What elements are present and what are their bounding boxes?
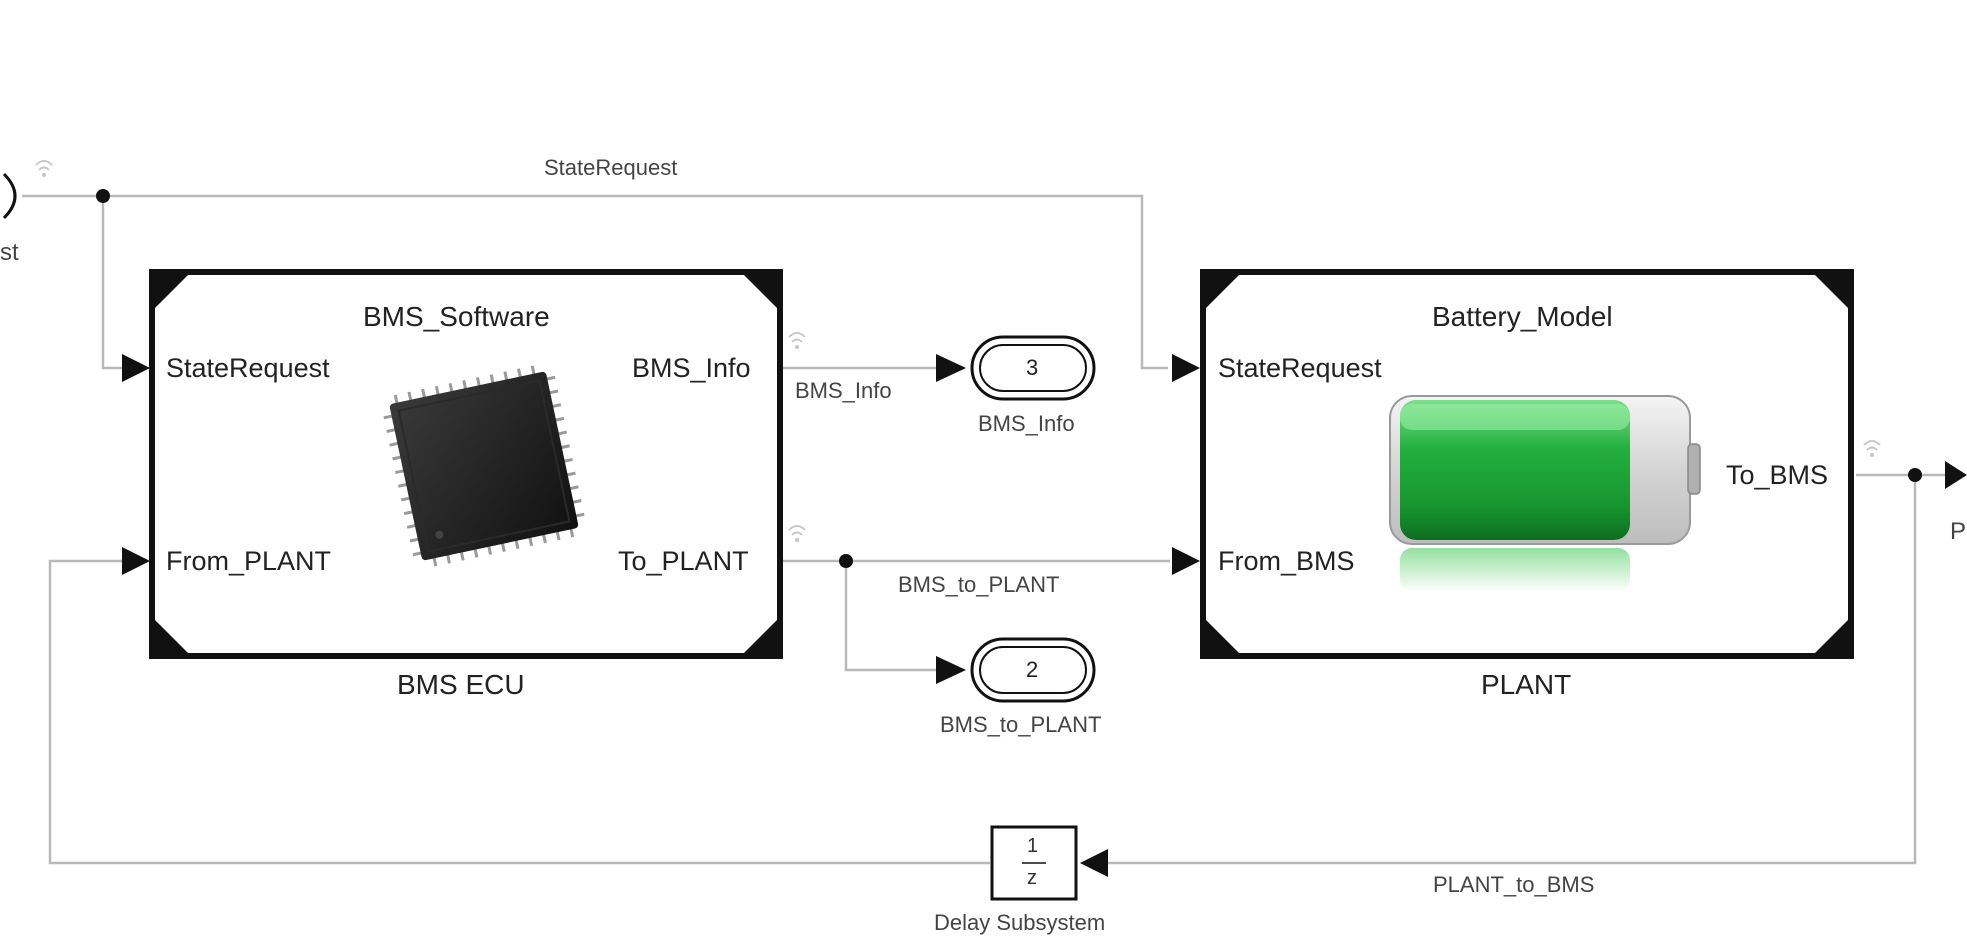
outport-3-name: BMS_Info	[978, 411, 1075, 436]
arrow-outport3	[936, 354, 966, 382]
signal-label-bms-info: BMS_Info	[795, 378, 892, 403]
corner-mark	[155, 275, 188, 308]
signal-label-bms-to-plant: BMS_to_PLANT	[898, 572, 1060, 597]
corner-mark	[1815, 620, 1848, 653]
port-bms-info: BMS_Info	[632, 353, 751, 383]
delay-block[interactable]	[990, 825, 1078, 901]
arrow-delay-input	[1080, 849, 1108, 877]
arrow-bms-staterequest	[122, 354, 150, 382]
plant-title: Battery_Model	[1432, 301, 1613, 332]
line-state-request-branch	[101, 196, 122, 370]
corner-mark	[155, 620, 188, 653]
battery-icon	[1389, 395, 1701, 592]
logging-icon	[1863, 440, 1881, 457]
arrow-plant-staterequest	[1172, 354, 1200, 382]
bms-ecu-title: BMS_Software	[363, 301, 550, 332]
line-plant-to-bms	[1108, 475, 1917, 865]
branch-dot-to-bms	[1908, 468, 1922, 482]
signal-label-state-request: StateRequest	[544, 155, 678, 180]
line-feedback	[48, 559, 990, 865]
corner-mark	[1206, 620, 1239, 653]
logging-icon	[788, 525, 806, 542]
port-from-plant: From_PLANT	[166, 546, 332, 576]
bms-ecu-block[interactable]	[149, 269, 783, 659]
delay-denominator: z	[1027, 867, 1037, 889]
port-to-bms: To_BMS	[1726, 460, 1829, 490]
outport-2-number: 2	[1026, 657, 1039, 682]
port-state-request: StateRequest	[1218, 353, 1382, 383]
right-outport-label: P	[1950, 518, 1967, 545]
left-inport-label: st	[0, 239, 19, 266]
arrow-plant-frombms	[1172, 547, 1200, 575]
logging-icon	[35, 160, 53, 177]
microchip-icon	[382, 365, 586, 568]
plant-name: PLANT	[1481, 669, 1572, 700]
delay-numerator: 1	[1027, 835, 1039, 857]
outport-2[interactable]	[970, 637, 1096, 703]
line-state-request-top	[22, 194, 1168, 370]
branch-dot-state-request	[96, 189, 110, 203]
outport-2-name: BMS_to_PLANT	[940, 712, 1102, 737]
corner-mark	[1815, 275, 1848, 308]
arrowheads	[122, 354, 1967, 877]
outport-3-number: 3	[1026, 355, 1039, 380]
logging-icon	[788, 332, 806, 349]
plant-block[interactable]	[1200, 269, 1854, 659]
port-to-plant: To_PLANT	[618, 546, 749, 576]
arrow-right-outport	[1945, 461, 1967, 489]
bms-ecu-name: BMS ECU	[397, 669, 525, 700]
arrow-outport2	[936, 656, 966, 684]
port-state-request: StateRequest	[166, 353, 330, 383]
outport-3[interactable]	[970, 335, 1096, 401]
corner-mark	[1206, 275, 1239, 308]
corner-mark	[744, 620, 777, 653]
left-inport-shape[interactable]	[2, 172, 17, 220]
delay-name: Delay Subsystem	[934, 910, 1106, 935]
signal-label-plant-to-bms: PLANT_to_BMS	[1433, 872, 1595, 897]
signal-logging-icons	[35, 160, 1881, 542]
arrow-bms-fromplant	[122, 547, 150, 575]
port-from-bms: From_BMS	[1218, 546, 1355, 576]
line-to-plant-branch	[844, 561, 940, 672]
corner-mark	[744, 275, 777, 308]
branch-dot-to-plant	[839, 554, 853, 568]
